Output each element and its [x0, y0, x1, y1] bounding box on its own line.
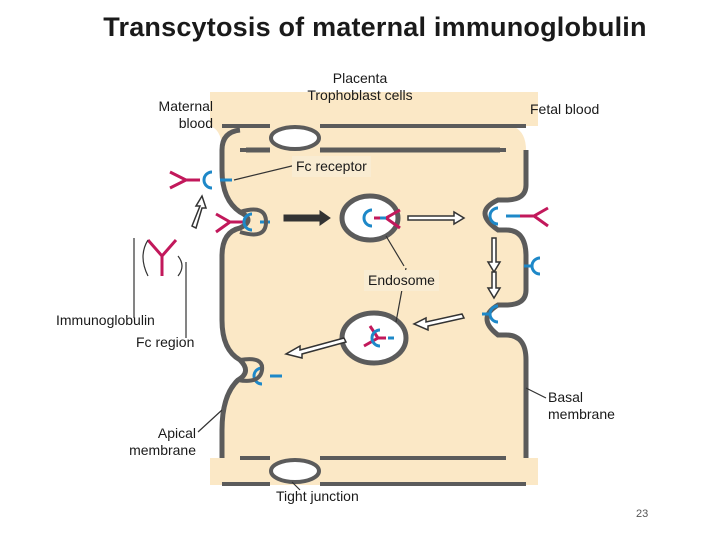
transport-arrows: [191, 194, 502, 359]
upper-endosome: [339, 193, 401, 243]
basal-line1: Basal: [548, 389, 584, 405]
immunoglobulin-legend: [146, 239, 178, 276]
fetal-blood-label: Fetal blood: [530, 101, 600, 117]
apical-line1: Apical: [157, 425, 196, 441]
arrow-basal-down-2: [486, 271, 502, 300]
leader-basal: [525, 387, 547, 399]
arrow-basal-to-endosome: [412, 313, 466, 332]
top-cell-cytoplasm-strip: [210, 92, 538, 126]
fc-receptor-apical-free: [202, 170, 232, 190]
fc-receptor-basal-free: [524, 256, 541, 276]
leader-fc-receptor: [233, 163, 301, 181]
page-number: 23: [636, 508, 649, 520]
arrow-endosome-to-basal: [407, 210, 466, 226]
arrow-apical-to-endosome: [283, 210, 331, 226]
lower-tight-junction: [269, 458, 321, 484]
maternal-blood-line1: Maternal: [158, 98, 213, 114]
apical-line2: membrane: [129, 442, 196, 458]
maternal-blood-label: Maternal blood: [118, 98, 213, 132]
slide-title: Transcytosis of maternal immunoglobulin: [103, 12, 647, 42]
apical-pit-lower: [237, 357, 265, 383]
placenta-label: Placenta Trophoblast cells: [290, 70, 430, 104]
fc-receptor-basal-bound: [488, 206, 520, 226]
bottom-cell-cytoplasm-strip: [210, 458, 538, 485]
fc-receptor-label: Fc receptor: [292, 156, 371, 177]
endosome-label: Endosome: [364, 270, 439, 291]
fc-receptor-endosome-upper: [362, 208, 386, 228]
immunoglobulin-basal-released: [520, 206, 549, 228]
fc-receptor-endosome-lower: [370, 328, 394, 348]
leader-endosome: [385, 235, 405, 267]
bracket-immunoglobulin: [142, 239, 149, 277]
upper-tight-junction: [269, 125, 321, 151]
fc-receptor-apical-returned: [252, 366, 282, 386]
immunoglobulin-label: Immunoglobulin: [56, 312, 155, 328]
apical-membrane-label: Apical membrane: [110, 425, 196, 459]
arrow-basal-down: [486, 237, 502, 274]
placenta-line1: Placenta: [332, 70, 388, 86]
apical-pit-upper: [239, 207, 269, 237]
basal-membrane-label: Basal membrane: [548, 389, 615, 423]
maternal-blood-line2: blood: [178, 115, 213, 131]
tight-junction-label: Tight junction: [276, 488, 359, 504]
bracket-fc-region: [177, 255, 183, 277]
arrow-endosome-to-apical: [284, 337, 348, 359]
leader-apical: [197, 409, 223, 433]
arrow-blood-to-apical: [191, 194, 208, 230]
immunoglobulin-endosome-lower: [363, 325, 386, 348]
fc-region-label: Fc region: [136, 334, 195, 350]
immunoglobulin-bound-apical: [215, 212, 244, 234]
basal-line2: membrane: [548, 406, 615, 422]
placenta-line2: Trophoblast cells: [307, 87, 413, 103]
fc-receptor-basal-recycled: [482, 304, 499, 324]
leader-tight-junction: [291, 481, 301, 491]
immunoglobulin-free: [169, 170, 200, 190]
